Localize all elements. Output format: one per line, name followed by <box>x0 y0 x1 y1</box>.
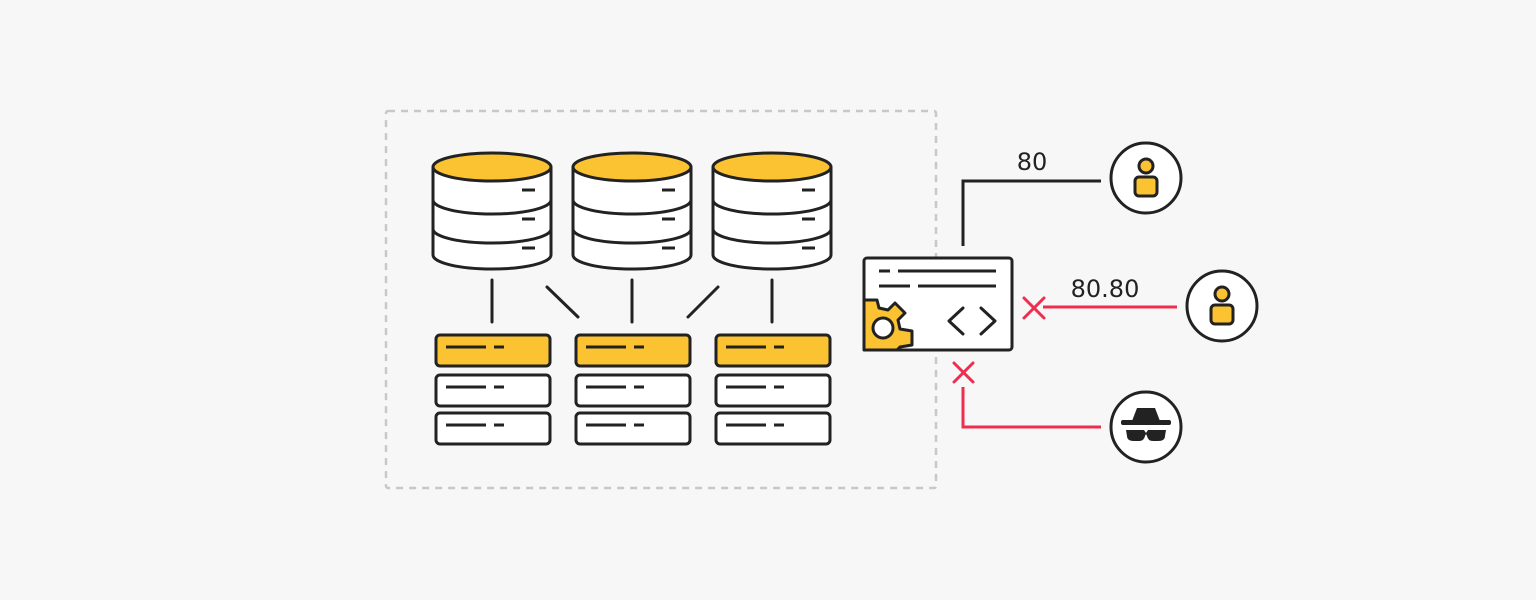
server-stack-icon <box>714 333 832 446</box>
connection-intruder-blocked <box>952 361 1101 429</box>
connection-allowed: 80 <box>961 148 1101 246</box>
db-link-diagonal <box>686 285 720 319</box>
database-group <box>431 151 833 271</box>
code-brackets-icon <box>947 306 997 336</box>
database-icon <box>711 151 833 271</box>
code-window-icon <box>862 256 1014 352</box>
replication-links <box>490 278 774 324</box>
server-stack-icon <box>434 333 552 446</box>
x-mark-icon <box>952 361 975 384</box>
port-label-80: 80 <box>1017 148 1048 176</box>
connection-blocked: 80.80 <box>1022 275 1177 320</box>
x-mark-icon <box>1022 296 1046 320</box>
spy-icon <box>1109 390 1183 464</box>
server-stack-icon <box>574 333 692 446</box>
db-link-diagonal <box>545 285 580 319</box>
trusted-zone-boundary <box>384 109 938 490</box>
gear-icon <box>862 298 914 352</box>
user-icon <box>1109 141 1183 215</box>
user-icon <box>1185 269 1259 343</box>
port-label-8080: 80.80 <box>1071 275 1140 303</box>
database-icon <box>571 151 693 271</box>
database-icon <box>431 151 553 271</box>
server-stack-group <box>434 333 832 446</box>
